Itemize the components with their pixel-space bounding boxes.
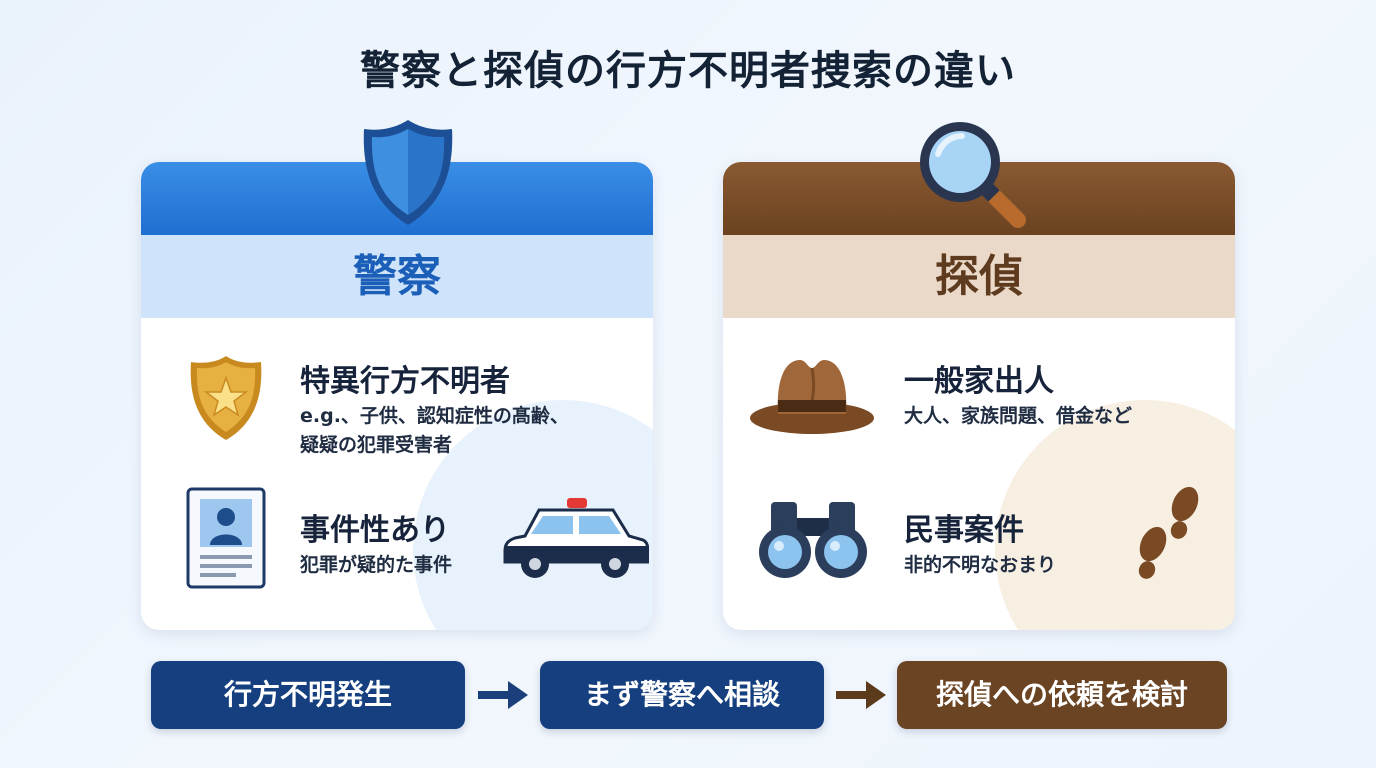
police-card-heading: 警察 — [141, 235, 653, 318]
police-item1-desc-line1: e.g.、子供、認知症性の髙齢、 — [300, 405, 569, 427]
detective-card: 探偵 一般家出人 大人、家族問題、借金など 民事案件 非的不明なおまり — [723, 162, 1235, 630]
detective-item2-title: 民事案件 — [904, 513, 1024, 548]
detective-item1-desc: 大人、家族問題、借金など — [904, 405, 1133, 427]
right-arrow-icon — [476, 679, 530, 715]
police-item2-desc: 犯罪が疑的た事件 — [300, 554, 453, 576]
shield-icon — [360, 117, 456, 233]
flow-step-consult-police: まず警察へ相談 — [540, 661, 824, 729]
police-car-icon — [503, 496, 650, 588]
police-card: 警察 特異行方不明者 e.g.、子供、認知症性の髙齢、 疑疑の犯罪受害者 事件性… — [141, 162, 653, 630]
police-item1-desc-line2: 疑疑の犯罪受害者 — [300, 434, 453, 456]
detective-item1-title: 一般家出人 — [904, 364, 1054, 399]
police-item2-title: 事件性あり — [300, 513, 450, 548]
police-item1-title: 特異行方不明者 — [300, 364, 510, 399]
detective-card-heading: 探偵 — [723, 235, 1235, 318]
fedora-hat-icon — [748, 352, 876, 442]
page-title: 警察と探偵の行方不明者捜索の違い — [360, 48, 1016, 94]
binoculars-icon — [757, 496, 869, 586]
flow-step-occurrence: 行方不明発生 — [151, 661, 465, 729]
magnifying-glass-icon — [914, 116, 1028, 232]
police-badge-icon — [185, 352, 267, 448]
footprints-icon — [1125, 482, 1211, 590]
right-arrow-icon — [834, 679, 888, 715]
detective-item2-desc: 非的不明なおまり — [904, 554, 1057, 576]
id-card-icon — [186, 487, 266, 593]
flow-step-consider-detective: 探偵への依頼を検討 — [897, 661, 1227, 729]
